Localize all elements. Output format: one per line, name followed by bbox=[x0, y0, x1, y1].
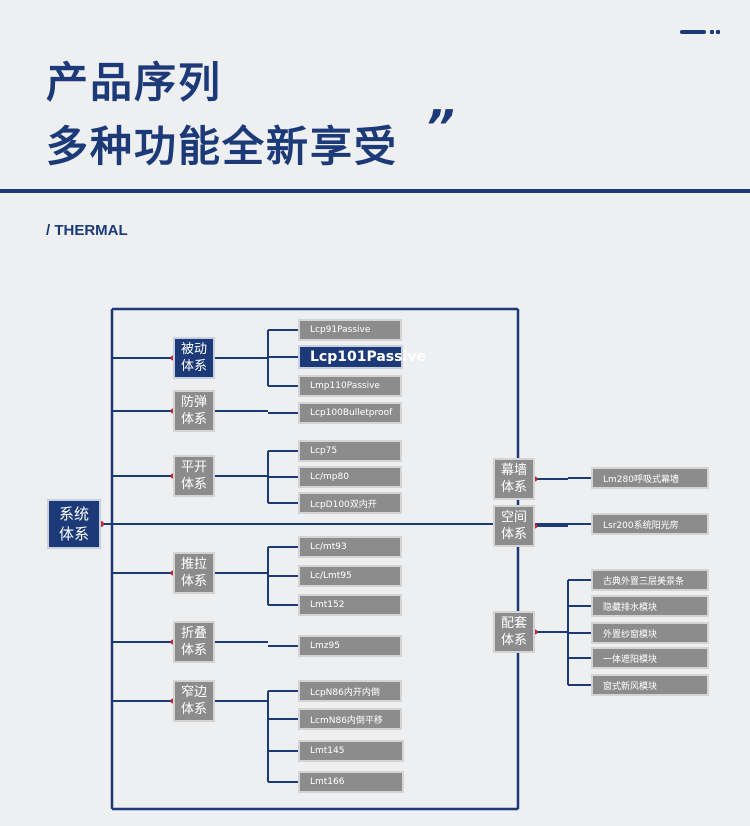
group-node: 配套 体系 bbox=[493, 611, 535, 653]
system-item: Lmz95 bbox=[298, 635, 402, 657]
system-item: 外置纱窗模块 bbox=[591, 622, 709, 644]
system-item: LcpN86内开内倒 bbox=[298, 680, 402, 702]
system-item: Lsr200系统阳光房 bbox=[591, 513, 709, 535]
system-item: 古典外置三层美景条 bbox=[591, 569, 709, 591]
system-item: Lm280呼吸式幕墙 bbox=[591, 467, 709, 489]
group-node: 窄边 体系 bbox=[173, 680, 215, 722]
group-node: 系统 体系 bbox=[47, 499, 101, 549]
system-item: Lmt152 bbox=[298, 594, 402, 616]
system-item: 一体遮阳模块 bbox=[591, 647, 709, 669]
title-line-1: 产品序列 bbox=[46, 58, 223, 107]
group-node: 折叠 体系 bbox=[173, 621, 215, 663]
group-node: 幕墙 体系 bbox=[493, 458, 535, 500]
group-node: 平开 体系 bbox=[173, 455, 215, 497]
title-line-2: 多种功能全新享受 bbox=[46, 122, 399, 171]
system-item: Lc/Lmt95 bbox=[298, 565, 402, 587]
system-item: LcmN86内倒平移 bbox=[298, 708, 402, 730]
system-item: Lc/mp80 bbox=[298, 466, 402, 488]
section-label: / THERMAL bbox=[46, 222, 128, 239]
quote-mark: ” bbox=[425, 100, 455, 154]
system-item: 隐藏排水模块 bbox=[591, 595, 709, 617]
group-node: 推拉 体系 bbox=[173, 552, 215, 594]
system-item: 窗式新风模块 bbox=[591, 674, 709, 696]
group-node: 防弹 体系 bbox=[173, 390, 215, 432]
group-node: 被动 体系 bbox=[173, 337, 215, 379]
system-item: Lcp75 bbox=[298, 440, 402, 462]
system-item: Lc/mt93 bbox=[298, 536, 402, 558]
system-item: Lcp101Passive bbox=[298, 345, 426, 369]
menu-dash-icon bbox=[680, 30, 720, 34]
system-item: Lcp91Passive bbox=[298, 319, 402, 341]
header-divider bbox=[0, 189, 750, 193]
system-item: Lmt145 bbox=[298, 740, 404, 762]
group-node: 空间 体系 bbox=[493, 505, 535, 547]
system-item: Lmt166 bbox=[298, 771, 404, 793]
system-item: LcpD100双内开 bbox=[298, 492, 402, 514]
system-item: Lcp100Bulletproof bbox=[298, 402, 402, 424]
system-item: Lmp110Passive bbox=[298, 375, 402, 397]
